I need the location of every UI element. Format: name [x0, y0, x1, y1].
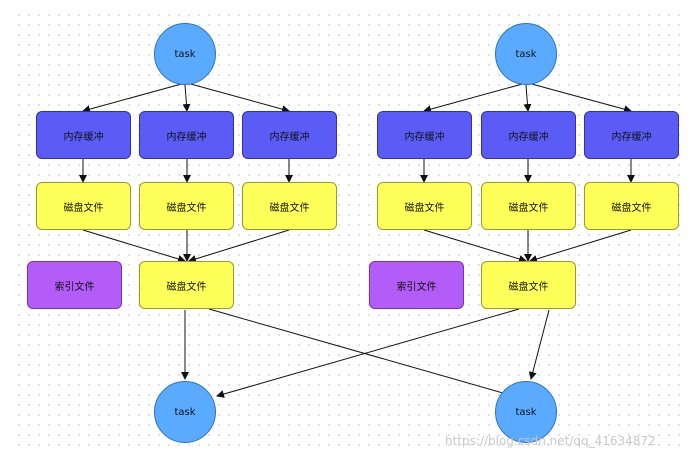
- merged-disk-file-label: 磁盘文件: [166, 281, 207, 293]
- merged-disk-file-label: 磁盘文件: [508, 281, 549, 293]
- edge: [188, 229, 290, 263]
- edge: [82, 229, 186, 263]
- disk-file-label: 磁盘文件: [166, 202, 207, 214]
- edges-layer: [79, 82, 635, 398]
- edge: [208, 308, 511, 397]
- task-label: task: [174, 406, 196, 418]
- edge: [423, 82, 527, 114]
- memory-buffer-label: 内存缓冲: [508, 131, 549, 143]
- task-label: task: [515, 48, 537, 60]
- memory-buffer-node: 内存缓冲: [139, 111, 234, 159]
- edge: [528, 309, 550, 380]
- merged-disk-file-node: 磁盘文件: [481, 261, 576, 309]
- disk-file-label: 磁盘文件: [508, 202, 549, 214]
- memory-buffer-node: 内存缓冲: [481, 111, 576, 159]
- task-label: task: [174, 48, 196, 60]
- edge: [423, 229, 527, 263]
- disk-file-node: 磁盘文件: [481, 182, 576, 230]
- disk-file-node: 磁盘文件: [36, 182, 131, 230]
- edge: [82, 82, 186, 114]
- task-node-bottom-left: task: [154, 381, 216, 443]
- disk-file-label: 磁盘文件: [404, 202, 445, 214]
- watermark: https://blog.csdn.net/qq_41634872: [445, 434, 656, 448]
- memory-buffer-node: 内存缓冲: [242, 111, 337, 159]
- memory-buffer-node: 内存缓冲: [377, 111, 472, 159]
- disk-file-node: 磁盘文件: [139, 182, 234, 230]
- memory-buffer-label: 内存缓冲: [404, 131, 445, 143]
- disk-file-node: 磁盘文件: [377, 182, 472, 230]
- disk-file-node: 磁盘文件: [584, 182, 679, 230]
- edge: [529, 229, 632, 263]
- memory-buffer-label: 内存缓冲: [269, 131, 310, 143]
- task-node-top-left: task: [154, 23, 216, 85]
- index-file-label: 索引文件: [396, 281, 437, 293]
- edge: [216, 308, 520, 398]
- memory-buffer-label: 内存缓冲: [166, 131, 207, 143]
- index-file-node: 索引文件: [27, 261, 122, 309]
- edge: [186, 82, 290, 114]
- edge: [182, 84, 191, 112]
- disk-file-node: 磁盘文件: [242, 182, 337, 230]
- memory-buffer-node: 内存缓冲: [584, 111, 679, 159]
- memory-buffer-node: 内存缓冲: [36, 111, 131, 159]
- merged-disk-file-node: 磁盘文件: [139, 261, 234, 309]
- index-file-label: 索引文件: [54, 281, 95, 293]
- index-file-node: 索引文件: [369, 261, 464, 309]
- diagram-canvas: task 内存缓冲 内存缓冲 内存缓冲 磁盘文件 磁盘文件 磁盘文件 索引文件 …: [14, 10, 680, 452]
- disk-file-label: 磁盘文件: [63, 202, 104, 214]
- memory-buffer-label: 内存缓冲: [611, 131, 652, 143]
- task-label: task: [515, 406, 537, 418]
- edge: [527, 82, 632, 114]
- disk-file-label: 磁盘文件: [611, 202, 652, 214]
- edge: [523, 84, 532, 112]
- disk-file-label: 磁盘文件: [269, 202, 310, 214]
- memory-buffer-label: 内存缓冲: [63, 131, 104, 143]
- task-node-bottom-right: task: [495, 381, 557, 443]
- task-node-top-right: task: [495, 23, 557, 85]
